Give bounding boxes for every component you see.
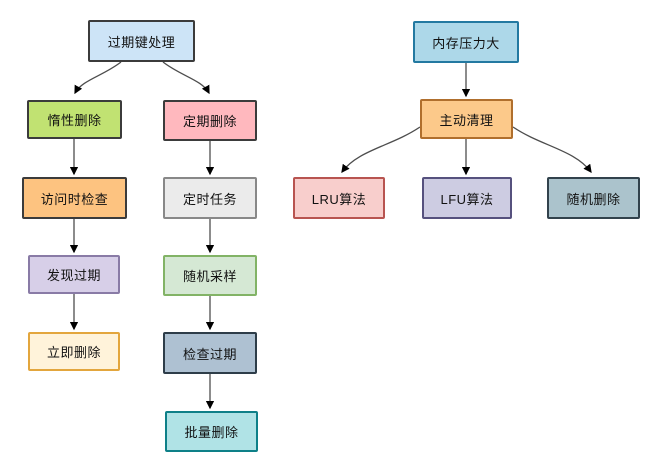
node-lfu-algorithm: LFU算法 [422, 177, 512, 219]
edge-cleanup-to-lru [341, 126, 421, 174]
node-lazy-deletion: 惰性删除 [27, 100, 122, 139]
edge-expired-to-lazy [74, 61, 122, 95]
node-random-sampling: 随机采样 [163, 255, 257, 296]
node-random-delete: 随机删除 [547, 177, 640, 219]
node-delete-immediately: 立即删除 [28, 332, 120, 371]
node-memory-pressure: 内存压力大 [413, 21, 519, 63]
edge-cleanup-to-random [512, 126, 592, 174]
edge-expired-to-periodic [162, 61, 210, 95]
node-lru-algorithm: LRU算法 [293, 177, 385, 219]
node-active-cleanup: 主动清理 [420, 99, 513, 139]
node-expired-key-handling: 过期键处理 [88, 20, 195, 62]
node-scheduled-task: 定时任务 [163, 177, 257, 219]
node-check-expiry: 检查过期 [163, 332, 257, 374]
node-periodic-deletion: 定期删除 [163, 100, 257, 141]
node-batch-delete: 批量删除 [165, 411, 258, 452]
node-found-expired: 发现过期 [28, 255, 120, 294]
node-check-on-access: 访问时检查 [22, 177, 127, 219]
